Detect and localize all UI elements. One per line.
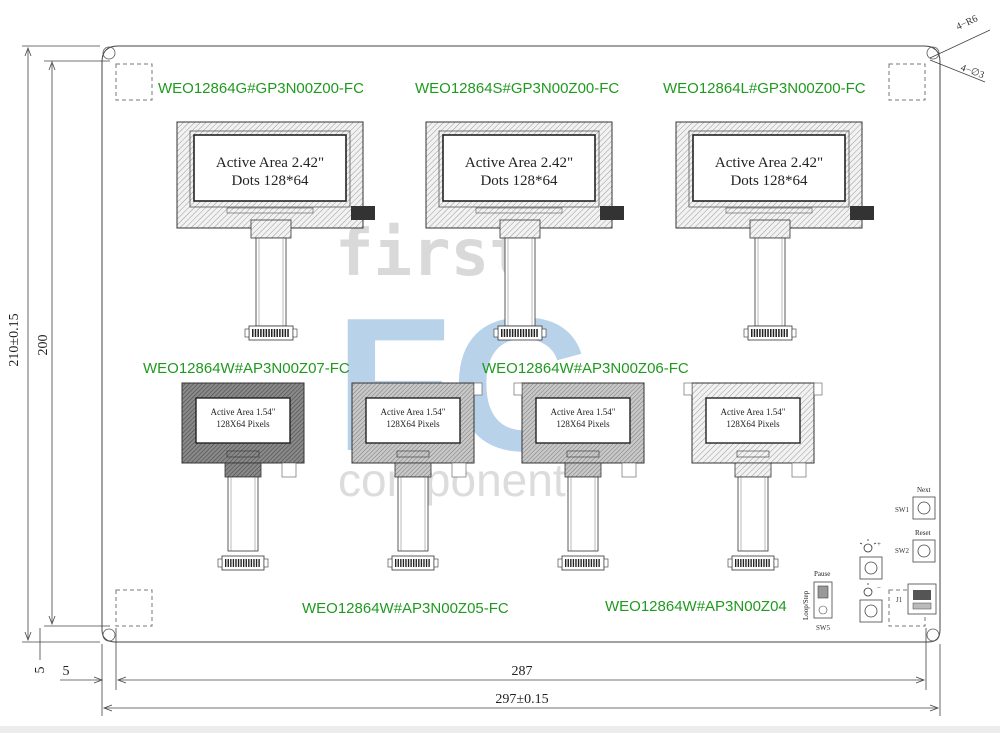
fpc-cable xyxy=(737,476,769,552)
fpc-connector xyxy=(244,325,298,341)
dimension-labels: 210±0.15 200 287 297±0.15 5 5 4−R6 4−∅3 xyxy=(7,13,986,707)
next-pin-label: SW1 xyxy=(895,506,910,514)
reset-pin-label: SW2 xyxy=(895,547,910,555)
small-label-z07: WEO12864W#AP3N00Z07-FC xyxy=(143,360,350,377)
dim-margin-bottom: 5 xyxy=(33,667,48,674)
loop-step-led xyxy=(818,605,828,615)
fpc-cable xyxy=(754,237,786,327)
watermark-first: first xyxy=(335,217,528,291)
reset-button[interactable] xyxy=(912,539,936,563)
fpc-cable xyxy=(567,476,599,552)
active-area-text: Active Area 2.42" xyxy=(216,155,324,171)
pixels-text: 128X64 Pixels xyxy=(216,419,270,429)
side-tab xyxy=(600,206,624,220)
fpc-connector xyxy=(557,555,609,571)
pixels-text: 128X64 Pixels xyxy=(726,419,780,429)
dimension-lines xyxy=(22,29,991,716)
active-area-text: Active Area 2.42" xyxy=(715,155,823,171)
pixels-text: 128X64 Pixels xyxy=(556,419,610,429)
small-module-labels: WEO12864W#AP3N00Z07-FC WEO12864W#AP3N00Z… xyxy=(143,360,787,617)
small-oled-module: Active Area 1.54" 128X64 Pixels xyxy=(513,382,645,571)
large-oled-module: WEO12864S#GP3N00Z00-FC Active Area 2.42" D… xyxy=(415,80,624,341)
display-active-area xyxy=(535,397,631,444)
small-label-z05: WEO12864W#AP3N00Z05-FC xyxy=(302,600,509,617)
large-modules: WEO12864G#GP3N00Z00-FC Active Area 2.42" D… xyxy=(158,80,874,341)
dim-hole-diameter: 4−∅3 xyxy=(959,62,986,81)
small-label-z04: WEO12864W#AP3N00Z04 xyxy=(605,598,787,615)
brightness-up-button[interactable] xyxy=(859,556,883,580)
small-oled-module: Active Area 1.54" 128X64 Pixels xyxy=(683,382,823,571)
display-active-area xyxy=(193,134,347,202)
display-active-area xyxy=(705,397,801,444)
next-label: Next xyxy=(917,486,931,494)
large-module-part-number: WEO12864S#GP3N00Z00-FC xyxy=(415,80,619,97)
fpc-connector xyxy=(493,325,547,341)
side-tab xyxy=(351,206,375,220)
loop-step-switch-knob xyxy=(817,585,829,599)
svg-text:−: − xyxy=(877,584,881,592)
dots-text: Dots 128*64 xyxy=(231,173,309,189)
dim-height-inner: 200 xyxy=(36,335,51,356)
display-active-area xyxy=(195,397,291,444)
reset-button-cap xyxy=(917,544,931,558)
fpc-cable xyxy=(255,237,287,327)
usb-pin-label: J1 xyxy=(896,596,903,604)
svg-text:+: + xyxy=(877,540,881,548)
active-area-text: Active Area 1.54" xyxy=(211,407,276,417)
next-button-cap xyxy=(917,501,931,515)
display-active-area xyxy=(442,134,596,202)
usb-port-body xyxy=(912,602,932,610)
brightness-down-button[interactable] xyxy=(859,599,883,623)
dim-height-total: 210±0.15 xyxy=(7,313,22,366)
dots-text: Dots 128*64 xyxy=(730,173,808,189)
active-area-text: Active Area 1.54" xyxy=(381,407,446,417)
side-tab xyxy=(850,206,874,220)
fpc-connector xyxy=(217,555,269,571)
pixels-text: 128X64 Pixels xyxy=(386,419,440,429)
dots-text: Dots 128*64 xyxy=(480,173,558,189)
fpc-connector xyxy=(387,555,439,571)
loop-step-label: Loop/Step xyxy=(802,590,810,620)
switch-pin-label: SW5 xyxy=(816,624,831,632)
dim-corner-radius: 4−R6 xyxy=(955,13,980,32)
small-oled-module: Active Area 1.54" 128X64 Pixels xyxy=(181,382,305,571)
small-label-z06: WEO12864W#AP3N00Z06-FC xyxy=(482,360,689,377)
dim-width-inner: 287 xyxy=(512,664,533,679)
fpc-cable xyxy=(397,476,429,552)
display-active-area xyxy=(692,134,846,202)
usb-port xyxy=(913,590,931,600)
board-outline xyxy=(101,45,941,643)
control-panel: Next SW1 Reset SW2 + − Pause Loop/Step S… xyxy=(802,486,937,632)
large-module-part-number: WEO12864G#GP3N00Z00-FC xyxy=(158,80,364,97)
reset-label: Reset xyxy=(915,529,931,537)
fpc-cable xyxy=(227,476,259,552)
bottom-strip xyxy=(0,726,1000,733)
dim-width-total: 297±0.15 xyxy=(495,692,548,707)
brightness-up-cap xyxy=(864,561,878,575)
display-active-area xyxy=(365,397,461,444)
next-button[interactable] xyxy=(912,496,936,520)
large-module-part-number: WEO12864L#GP3N00Z00-FC xyxy=(663,80,866,97)
large-oled-module: WEO12864L#GP3N00Z00-FC Active Area 2.42" D… xyxy=(663,80,874,341)
active-area-text: Active Area 1.54" xyxy=(721,407,786,417)
active-area-text: Active Area 1.54" xyxy=(551,407,616,417)
small-oled-module: Active Area 1.54" 128X64 Pixels xyxy=(351,382,483,571)
dim-margin-left: 5 xyxy=(63,664,70,679)
fpc-connector xyxy=(727,555,779,571)
active-area-text: Active Area 2.42" xyxy=(465,155,573,171)
brightness-down-cap xyxy=(864,604,878,618)
brightness-up-icon: + xyxy=(859,539,881,553)
pause-label: Pause xyxy=(814,570,830,578)
fpc-cable xyxy=(504,237,536,327)
fpc-connector xyxy=(743,325,797,341)
brightness-down-icon: − xyxy=(863,583,881,597)
large-oled-module: WEO12864G#GP3N00Z00-FC Active Area 2.42" D… xyxy=(158,80,375,341)
